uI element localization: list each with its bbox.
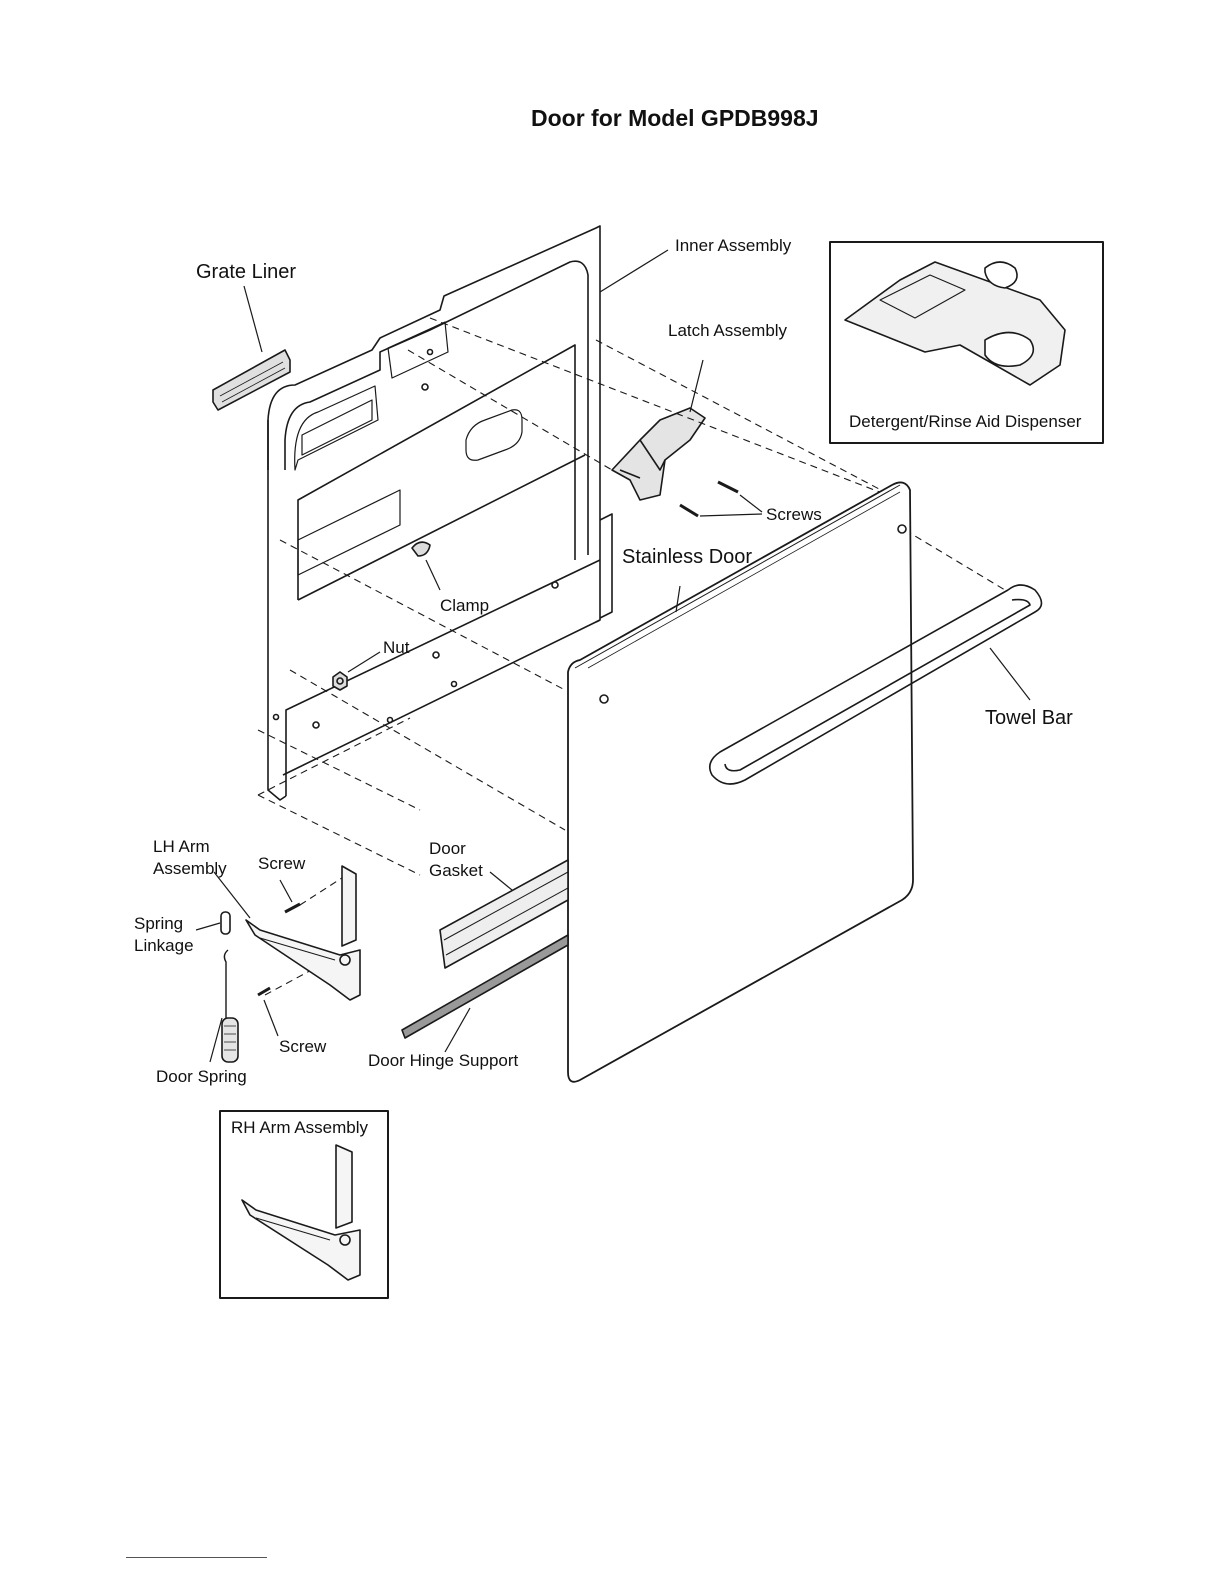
label-spring-linkage-2: Linkage <box>134 935 194 956</box>
label-nut: Nut <box>383 637 409 658</box>
door-spring-part <box>210 950 238 1062</box>
label-inner-assembly: Inner Assembly <box>675 235 791 256</box>
latch-assembly-part <box>612 360 705 500</box>
label-latch-assembly: Latch Assembly <box>668 320 787 341</box>
label-screw-upper: Screw <box>258 853 305 874</box>
label-door-hinge-support: Door Hinge Support <box>368 1050 518 1071</box>
label-screws: Screws <box>766 504 822 525</box>
rh-arm-inset <box>220 1111 388 1298</box>
leader-inner-assembly <box>600 250 668 292</box>
label-door-gasket-1: Door <box>429 838 466 859</box>
label-stainless-door: Stainless Door <box>622 545 752 569</box>
label-lh-arm-2: Assembly <box>153 858 227 879</box>
label-lh-arm-1: LH Arm <box>153 836 210 857</box>
label-door-gasket-2: Gasket <box>429 860 483 881</box>
label-clamp: Clamp <box>440 595 489 616</box>
label-dispenser: Detergent/Rinse Aid Dispenser <box>849 411 1081 432</box>
label-door-spring: Door Spring <box>156 1066 247 1087</box>
label-spring-linkage-1: Spring <box>134 913 183 934</box>
label-grate-liner: Grate Liner <box>196 260 296 284</box>
label-towel-bar: Towel Bar <box>985 706 1073 730</box>
page-title: Door for Model GPDB998J <box>531 104 819 132</box>
label-rh-arm-assembly: RH Arm Assembly <box>231 1117 368 1138</box>
clamp-part <box>412 542 440 590</box>
inner-assembly-part <box>268 226 612 800</box>
door-hinge-support-part <box>402 935 568 1052</box>
label-screw-lower: Screw <box>279 1036 326 1057</box>
screws-part <box>680 482 762 516</box>
nut-part <box>333 652 380 690</box>
spring-linkage-part <box>196 912 230 934</box>
footer-rule <box>126 1557 267 1558</box>
lh-arm-assembly-part <box>214 866 360 1000</box>
